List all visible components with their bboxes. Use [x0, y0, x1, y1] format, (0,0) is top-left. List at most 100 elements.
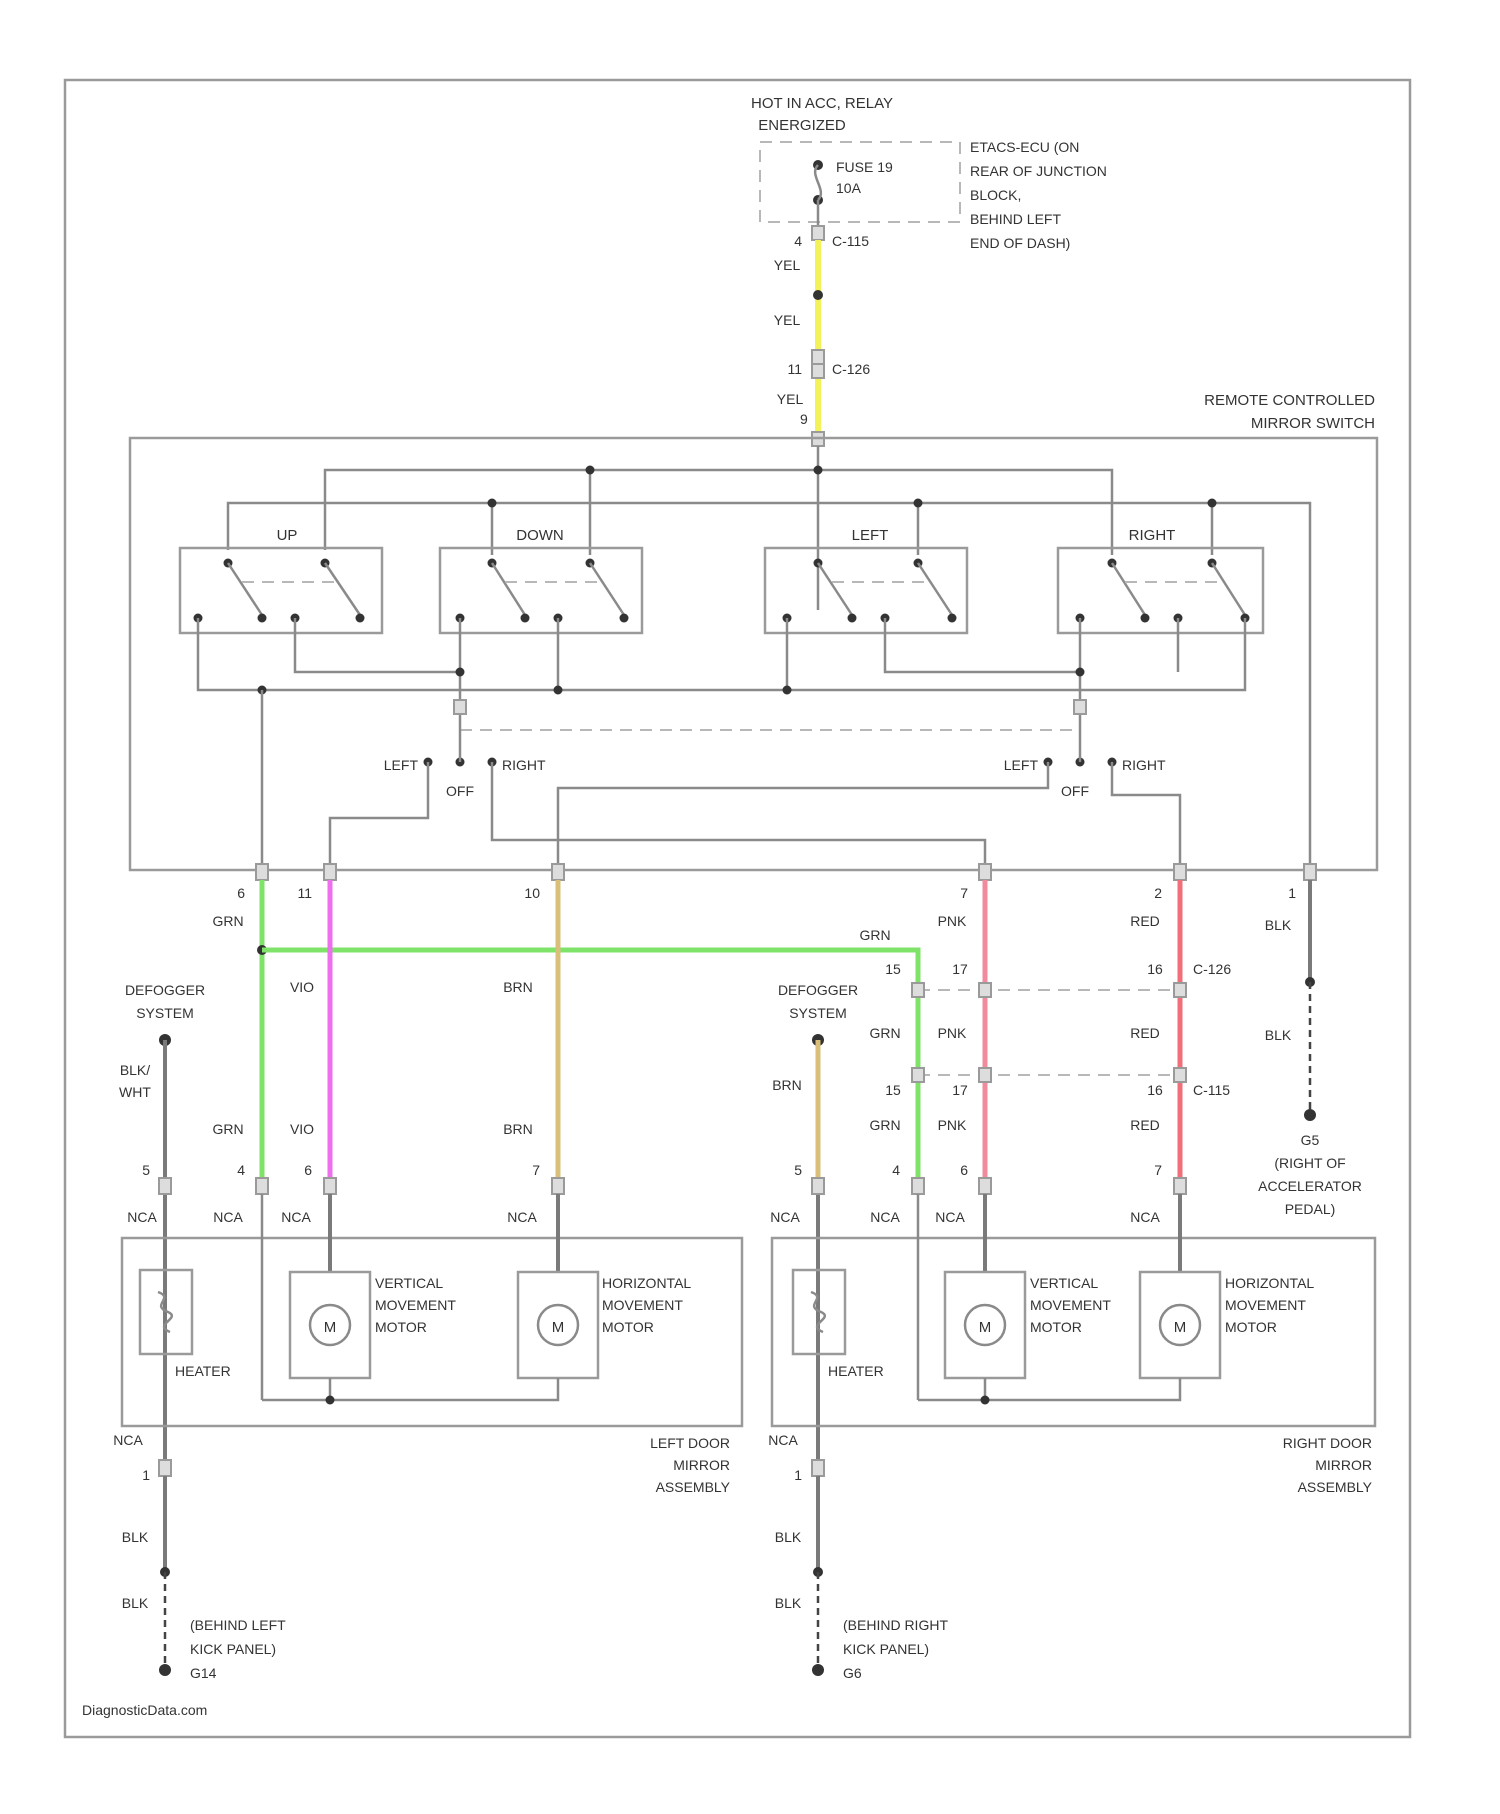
pin-label: 4: [794, 233, 802, 249]
ground-location-3: PEDAL): [1285, 1201, 1336, 1217]
connector-label: C-115: [1193, 1082, 1230, 1098]
connector-label: C-126: [1193, 961, 1231, 977]
junction-dot: [914, 499, 923, 508]
switch-up-label: UP: [277, 527, 298, 544]
left-ground-location-1: (BEHIND LEFT: [190, 1617, 286, 1633]
wire-color-label: GRN: [212, 1121, 243, 1137]
selector-left-left: LEFT: [384, 757, 419, 773]
switch-title-line1: REMOTE CONTROLLED: [1204, 392, 1375, 409]
junction-dot: [814, 466, 823, 475]
right-vertical-motor-label-1: VERTICAL: [1030, 1275, 1098, 1291]
right-vertical-motor-label-2: MOVEMENT: [1030, 1297, 1111, 1313]
wire-color-label: BLK: [1265, 917, 1292, 933]
connector-pin: [812, 350, 824, 364]
wire-color-label: BRN: [503, 979, 533, 995]
ground-g6: [812, 1664, 824, 1676]
left-horizontal-motor-label-2: MOVEMENT: [602, 1297, 683, 1313]
pin-label: 7: [960, 885, 968, 901]
power-source-line1: HOT IN ACC, RELAY: [751, 95, 893, 112]
fuse-location-5: END OF DASH): [970, 235, 1070, 251]
nca-label: NCA: [1130, 1209, 1160, 1225]
switch-bus: [228, 503, 1310, 870]
nca-label: NCA: [213, 1209, 243, 1225]
pin-label: 9: [800, 411, 808, 427]
pin-label: 11: [787, 361, 802, 377]
right-motor-common: [918, 1378, 1180, 1400]
selector-right: LEFT OFF RIGHT: [1004, 700, 1166, 799]
red-internal: [1112, 762, 1180, 870]
vio-internal: [330, 762, 428, 870]
fuse-name: FUSE 19: [836, 159, 893, 175]
junction-dot: [1208, 499, 1217, 508]
right-defogger-line2: SYSTEM: [789, 1005, 847, 1021]
switch-pin-1: [1304, 864, 1316, 880]
wire-color-label: RED: [1130, 1025, 1160, 1041]
fuse-rating: 10A: [836, 180, 862, 196]
pin-label: 5: [794, 1162, 802, 1178]
wire-color-label: BLK: [775, 1529, 802, 1545]
wire-color-label: BRN: [772, 1077, 802, 1093]
pin-label: 1: [1288, 885, 1296, 901]
switch-up: UP: [180, 527, 382, 633]
right-horizontal-motor-label-2: MOVEMENT: [1225, 1297, 1306, 1313]
ground-g14: [159, 1664, 171, 1676]
left-vertical-motor-label-3: MOTOR: [375, 1319, 427, 1335]
selector-right-off: OFF: [1061, 783, 1089, 799]
pin-label: 6: [304, 1162, 312, 1178]
motor-symbol: M: [324, 1319, 337, 1336]
nca-label: NCA: [113, 1432, 143, 1448]
nca-label: NCA: [870, 1209, 900, 1225]
ground-location-2: ACCELERATOR: [1258, 1178, 1362, 1194]
nca-label: NCA: [281, 1209, 311, 1225]
right-ground-location-1: (BEHIND RIGHT: [843, 1617, 948, 1633]
fuse-location-3: BLOCK,: [970, 187, 1021, 203]
wire-color-label: GRN: [869, 1117, 900, 1133]
wire-color-label: RED: [1130, 1117, 1160, 1133]
ground-label: G5: [1301, 1132, 1320, 1148]
right-assembly-label-1: RIGHT DOOR: [1283, 1435, 1372, 1451]
switch-pin-2: [1174, 864, 1186, 880]
heater-wire-label-1: BLK/: [120, 1062, 150, 1078]
pin-label: 11: [297, 885, 312, 901]
pin-label: 4: [892, 1162, 900, 1178]
selector-left-right: RIGHT: [502, 757, 546, 773]
brn-internal: [558, 762, 1048, 870]
connector-label: C-126: [832, 361, 870, 377]
pin-label: 4: [237, 1162, 245, 1178]
left-assembly-label-2: MIRROR: [673, 1457, 730, 1473]
motor-symbol: M: [979, 1319, 992, 1336]
switch-down: DOWN: [440, 527, 642, 633]
right-ground-id: G6: [843, 1665, 862, 1681]
wire-color-label: PNK: [938, 1025, 967, 1041]
left-vertical-motor-label-2: MOVEMENT: [375, 1297, 456, 1313]
left-horizontal-motor-label-3: MOTOR: [602, 1319, 654, 1335]
nca-label: NCA: [507, 1209, 537, 1225]
left-assembly-label-3: ASSEMBLY: [656, 1479, 731, 1495]
left-assembly-label-1: LEFT DOOR: [650, 1435, 730, 1451]
wire-color-label: GRN: [859, 927, 890, 943]
nca-label: NCA: [770, 1209, 800, 1225]
switch-pin-11: [324, 864, 336, 880]
nca-label: NCA: [935, 1209, 965, 1225]
connector-label: C-115: [832, 233, 869, 249]
switch-left-label: LEFT: [852, 527, 889, 544]
wire-color-label: BLK: [122, 1595, 149, 1611]
wire-color-label: BRN: [503, 1121, 533, 1137]
pin-label: 16: [1147, 961, 1163, 977]
connector-pin: [812, 364, 824, 378]
diagram-frame: [65, 80, 1410, 1737]
switch-pin-6: [256, 864, 268, 880]
splice-dot: [813, 290, 823, 300]
selector-right-left: LEFT: [1004, 757, 1039, 773]
junction-dot: [586, 466, 595, 475]
switch-left: LEFT: [765, 527, 967, 633]
left-heater-label: HEATER: [175, 1363, 231, 1379]
left-vertical-motor-label-1: VERTICAL: [375, 1275, 443, 1291]
connector-pin: [812, 226, 824, 240]
wire-color-label: GRN: [869, 1025, 900, 1041]
pin-label: 16: [1147, 1082, 1163, 1098]
switch-right-label: RIGHT: [1129, 527, 1176, 544]
right-horizontal-motor-label-3: MOTOR: [1225, 1319, 1277, 1335]
left-ground-location-2: KICK PANEL): [190, 1641, 276, 1657]
watermark: DiagnosticData.com: [82, 1702, 207, 1718]
